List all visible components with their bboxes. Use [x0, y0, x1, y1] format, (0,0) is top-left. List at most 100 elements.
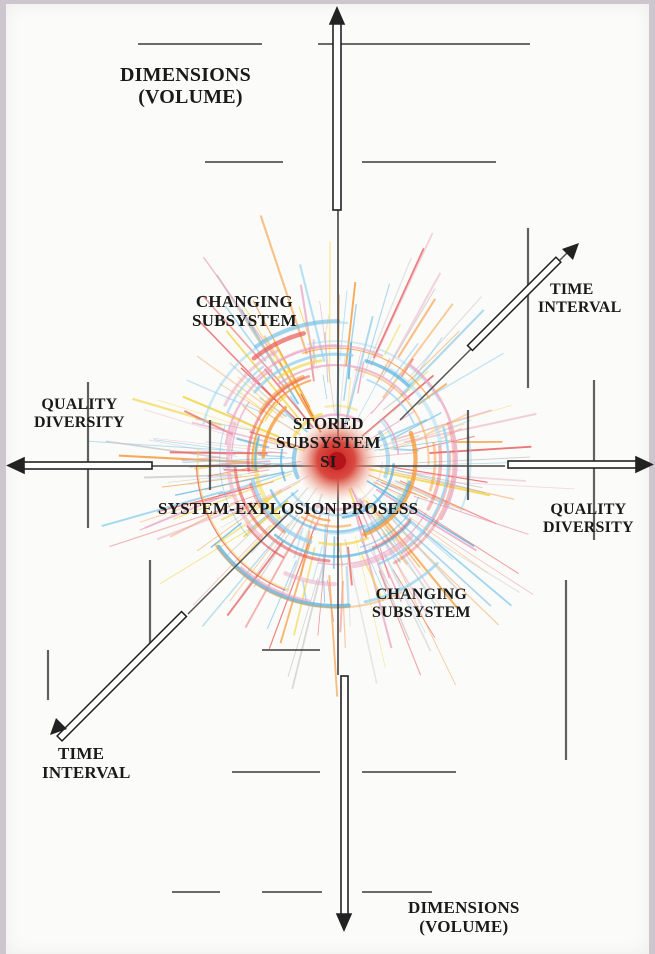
label-quality-diversity-left: QUALITY DIVERSITY: [34, 396, 125, 431]
burst-stroke: [346, 376, 352, 418]
burst-stroke: [379, 423, 465, 452]
burst-stroke: [313, 508, 324, 531]
burst-stroke: [319, 301, 335, 413]
burst-stroke: [429, 445, 532, 455]
burst-arc: [233, 467, 331, 563]
burst-arc: [226, 421, 263, 540]
burst-stroke: [392, 409, 492, 441]
burst-stroke: [172, 473, 292, 521]
burst-stroke: [186, 379, 260, 412]
label-quality-diversity-right: QUALITY DIVERSITY: [543, 501, 634, 536]
burst-stroke: [308, 347, 315, 382]
burst-arc: [392, 421, 456, 565]
burst-arc: [377, 430, 391, 479]
burst-arc: [426, 445, 443, 511]
burst-stroke: [440, 427, 463, 440]
burst-arc: [362, 430, 418, 537]
burst-stroke: [210, 522, 243, 548]
burst-stroke: [379, 466, 483, 489]
burst-arc: [254, 319, 341, 349]
burst-arc: [291, 447, 300, 480]
burst-arc: [197, 449, 290, 591]
burst-arc: [226, 365, 265, 414]
burst-stroke: [384, 553, 426, 634]
burst-arc: [408, 363, 458, 521]
burst-arc: [216, 544, 351, 609]
burst-stroke: [400, 309, 485, 397]
burst-stroke: [368, 474, 428, 500]
burst-stroke: [408, 330, 460, 382]
burst-arc: [273, 521, 412, 558]
burst-stroke: [393, 466, 488, 483]
burst-stroke: [201, 540, 275, 627]
burst-arc: [378, 426, 450, 565]
burst-stroke: [156, 501, 253, 541]
burst-arc: [292, 412, 323, 439]
burst-stroke: [396, 469, 486, 494]
burst-stroke: [144, 474, 234, 479]
burst-arc: [459, 434, 472, 512]
burst-stroke: [427, 535, 521, 594]
burst-arc: [387, 474, 410, 514]
burst-stroke: [204, 441, 283, 450]
burst-arc: [276, 359, 323, 380]
burst-arc: [230, 401, 250, 460]
burst-stroke: [218, 383, 301, 435]
burst-stroke: [340, 542, 346, 649]
burst-arc: [371, 518, 412, 549]
burst-stroke: [385, 528, 437, 606]
burst-stroke: [394, 508, 454, 561]
burst-stroke: [324, 332, 329, 383]
burst-arc: [307, 340, 440, 402]
burst-arc: [363, 562, 439, 604]
burst-arc: [366, 378, 415, 425]
burst-stroke: [425, 412, 469, 436]
burst-stroke: [118, 454, 255, 464]
burst-arc: [343, 461, 383, 507]
burst-arc: [290, 492, 367, 517]
burst-arc: [253, 352, 354, 394]
burst-stroke: [417, 508, 519, 574]
burst-stroke: [382, 388, 411, 411]
burst-stroke: [217, 469, 294, 496]
burst-stroke: [182, 457, 293, 463]
burst-stroke: [376, 556, 389, 585]
burst-stroke: [202, 295, 286, 388]
burst-stroke: [321, 523, 327, 584]
burst-arc: [379, 418, 397, 451]
burst-stroke: [181, 456, 220, 462]
burst-arc: [202, 321, 349, 425]
label-top-dimensions: DIMENSIONS (VOLUME): [120, 64, 251, 109]
burst-stroke: [343, 315, 374, 429]
burst-arc: [382, 418, 400, 455]
burst-arc: [314, 500, 365, 512]
burst-arc: [261, 405, 288, 459]
burst-stroke: [391, 411, 442, 441]
burst-stroke: [431, 528, 534, 595]
burst-stroke: [291, 562, 325, 690]
label-changing-subsystem-lower: CHANGING SUBSYSTEM: [372, 586, 471, 621]
tick-lines: [46, 228, 596, 760]
burst-stroke: [386, 509, 492, 607]
label-time-interval-lower: TIME INTERVAL: [42, 744, 131, 783]
burst-stroke: [350, 487, 402, 603]
burst-arc: [246, 525, 285, 559]
burst-stroke: [368, 468, 491, 497]
burst-arc: [359, 497, 420, 548]
burst-stroke: [169, 451, 268, 455]
burst-stroke: [160, 528, 250, 585]
sketch-lines: [138, 43, 530, 893]
burst-stroke: [157, 399, 265, 434]
burst-stroke: [382, 551, 432, 652]
burst-stroke: [362, 497, 396, 542]
label-changing-subsystem-upper: CHANGING SUBSYSTEM: [192, 292, 297, 331]
burst-stroke: [373, 481, 408, 498]
burst-arc: [300, 516, 352, 528]
burst-stroke: [322, 374, 328, 400]
burst-stroke: [365, 500, 421, 568]
burst-arc: [264, 394, 288, 422]
burst-arc: [351, 534, 414, 569]
burst-arc: [301, 347, 430, 399]
